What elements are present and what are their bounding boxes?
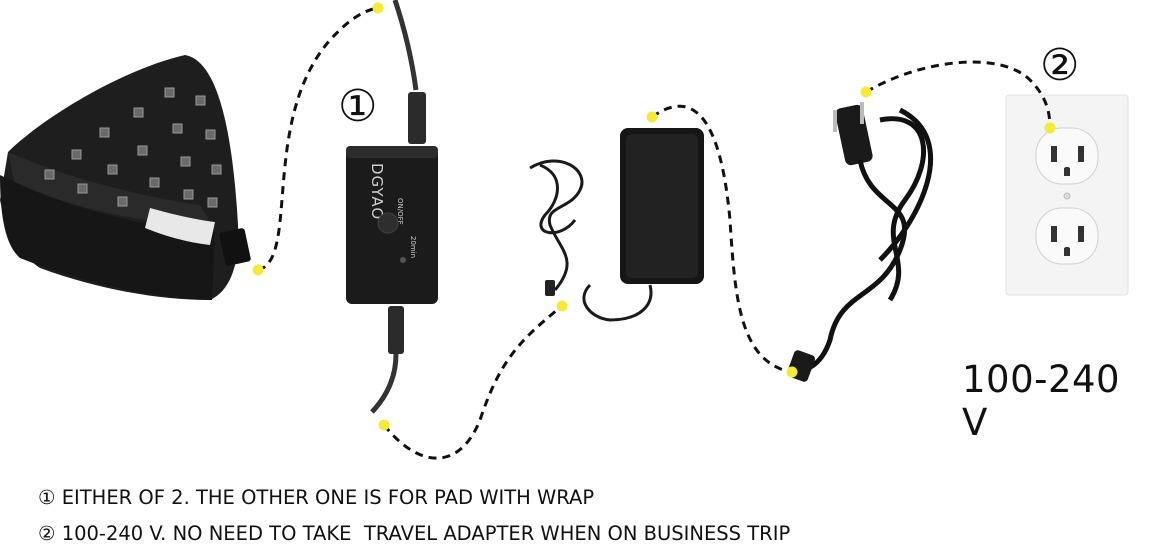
controller-brand-label: DGYAO [368,163,386,220]
connector-dot [556,300,568,312]
pad-dc-connector [219,228,251,266]
connector-dot [378,419,390,431]
note-text: EITHER OF 2. THE OTHER ONE IS FOR PAD WI… [61,486,595,509]
connection-line-controller-to-adapter [382,304,563,460]
connection-line-adapter-to-cord [651,104,791,374]
connection-lines [257,6,1052,460]
connection-line-plug-to-outlet [865,60,1052,129]
led-array [44,87,222,208]
voltage-label: 100-240 V [962,358,1121,444]
connector-dot [1044,122,1056,134]
connector-dot [252,264,264,276]
marker-controller: ① [338,81,378,132]
controller-timer-label: 20min [409,236,417,258]
marker-outlet: ② [1040,40,1080,91]
power-button[interactable] [377,212,399,234]
power-adapter [529,128,704,322]
connector-dots [252,2,1056,431]
ac-power-cord [787,102,933,382]
controller-switch-label: ON/OFF [396,198,404,225]
connector-dot [786,366,798,378]
connector-dot [372,2,384,14]
connector-dot [860,86,872,98]
connector-dot [646,111,658,123]
note-marker: ② [38,522,56,545]
indicator-light [400,257,406,263]
led-knee-wrap-pad [0,55,251,300]
controller-box: DGYAO ON/OFF 20min [346,0,438,414]
note-line: ① EITHER OF 2. THE OTHER ONE IS FOR PAD … [38,486,594,509]
note-text: 100-240 V. NO NEED TO TAKE TRAVEL ADAPTE… [61,522,791,545]
wall-outlet [1005,94,1129,296]
note-line: ② 100-240 V. NO NEED TO TAKE TRAVEL ADAP… [38,522,790,545]
connection-line-pad-to-controller [257,6,379,272]
note-marker: ① [38,486,56,509]
